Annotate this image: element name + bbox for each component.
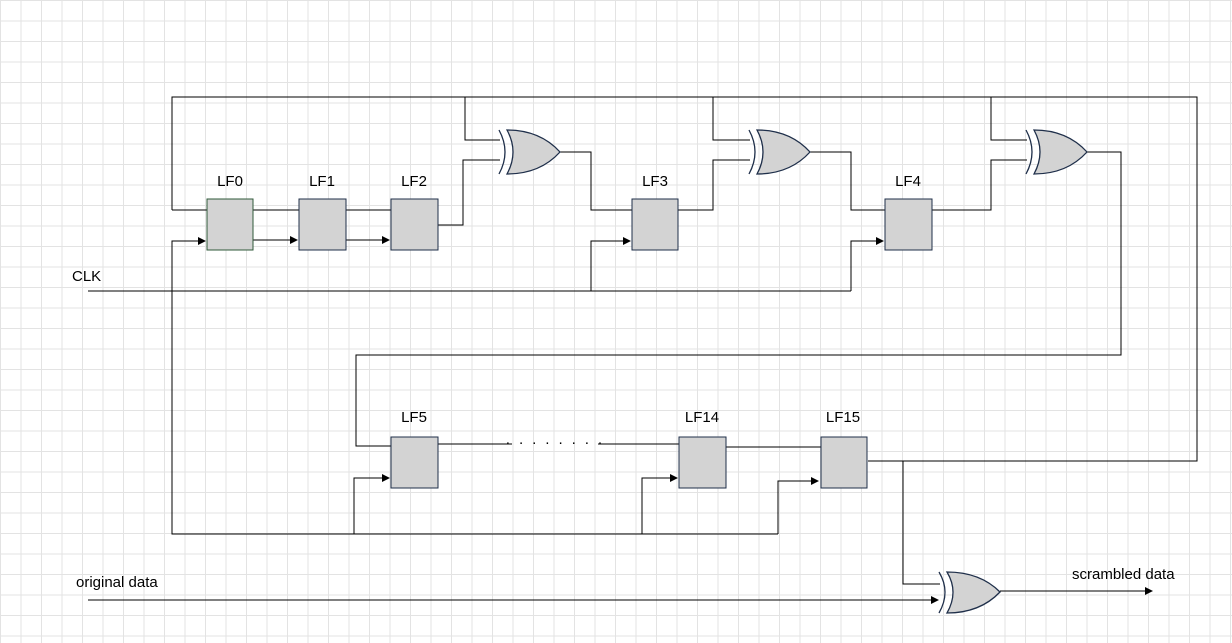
wire-xor3-lf5 <box>355 151 1122 447</box>
register-lf15 <box>820 436 868 489</box>
label-scrambled-data: scrambled data <box>1072 566 1175 583</box>
tap-xor2 <box>712 97 750 141</box>
feedback-top-bus <box>171 96 1198 462</box>
register-lf5 <box>390 436 439 489</box>
labels: LF0 LF1 LF2 LF3 LF4 LF5 LF14 LF15 CLK or… <box>72 173 1175 591</box>
wire-lf15-outxor <box>902 461 940 585</box>
wire-lf2-xor1 <box>438 159 500 226</box>
label-lf1: LF1 <box>309 173 335 190</box>
label-lf14: LF14 <box>685 409 719 426</box>
registers <box>206 198 933 489</box>
xor-gate-output <box>938 571 1001 614</box>
label-lf5: LF5 <box>401 409 427 426</box>
register-lf1 <box>298 198 347 251</box>
register-lf3 <box>631 198 679 251</box>
label-lf2: LF2 <box>401 173 427 190</box>
label-lf4: LF4 <box>895 173 921 190</box>
register-lf4 <box>884 198 933 251</box>
register-lf14 <box>678 436 727 489</box>
clk-lf3 <box>590 237 631 291</box>
chain-ellipsis: · · · · · · · · <box>505 434 604 451</box>
wire-lf4-xor3 <box>932 159 1027 211</box>
clk-lf15 <box>777 477 819 534</box>
register-lf0 <box>206 198 254 251</box>
clk-lf4 <box>850 237 884 291</box>
xor-gate-2 <box>748 129 811 175</box>
wire-lf3-xor2 <box>678 159 750 211</box>
tap-xor3 <box>990 97 1027 141</box>
clk-lower-bus <box>171 237 778 535</box>
xor-gate-3 <box>1025 129 1088 175</box>
tap-xor1 <box>464 97 500 141</box>
label-original-data: original data <box>76 574 158 591</box>
clk-lf14 <box>641 474 678 534</box>
xor-gate-1 <box>498 129 561 175</box>
label-clk: CLK <box>72 268 101 285</box>
wire-xor2-lf4 <box>810 151 885 211</box>
wire-xor1-lf3 <box>560 151 632 211</box>
wires <box>88 96 1198 604</box>
label-lf3: LF3 <box>642 173 668 190</box>
clk-lf5 <box>353 474 390 534</box>
register-lf2 <box>390 198 439 251</box>
label-lf15: LF15 <box>826 409 860 426</box>
label-lf0: LF0 <box>217 173 243 190</box>
